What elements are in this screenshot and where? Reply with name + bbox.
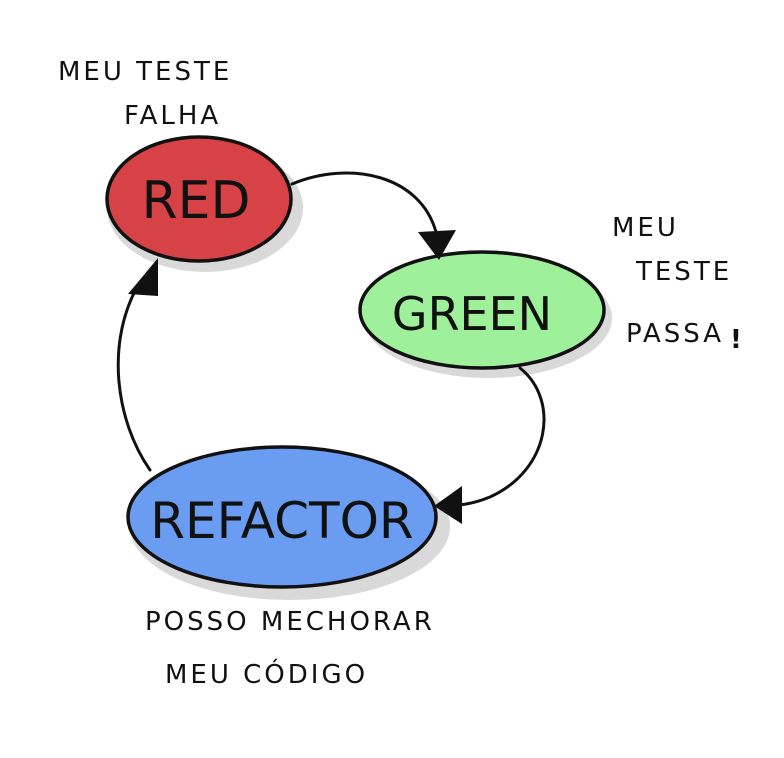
note-refactor-line-1: POSSO MECHORAR [145,607,435,637]
edge-refactor-to-red-arrowhead [128,258,158,296]
node-green-shape [358,250,606,370]
node-refactor: REFACTOR [126,445,450,600]
note-red-line-1: MEU TESTE [58,57,232,87]
edge-refactor-to-red [116,258,158,472]
edge-green-to-refactor-line [453,366,546,507]
node-green-label: GREEN [392,287,552,341]
edge-green-to-refactor [434,366,546,524]
note-green-exclamation: ! [730,325,745,355]
node-red-shape [105,135,293,263]
edge-red-to-green-arrowhead [418,230,456,260]
edge-refactor-to-red-line [116,280,152,472]
node-green: GREEN [358,250,612,378]
node-red: RED [105,135,303,272]
note-red-line-2: FALHA [124,101,221,131]
node-refactor-shape [126,445,438,589]
edge-red-to-green-line [290,171,438,234]
note-green-line-3: PASSA [626,319,724,349]
note-refactor: POSSO MECHORAR MEU CÓDIGO [145,607,435,690]
note-green-line-2: TESTE [635,257,732,287]
node-red-label: RED [141,171,250,231]
node-refactor-label: REFACTOR [150,492,413,550]
edge-red-to-green [290,171,456,260]
note-red: MEU TESTE FALHA [58,57,232,131]
edge-green-to-refactor-arrowhead [434,486,462,524]
note-green: MEU TESTE PASSA ! [612,213,745,355]
note-green-line-1: MEU [612,213,679,243]
note-refactor-line-2: MEU CÓDIGO [165,658,368,690]
